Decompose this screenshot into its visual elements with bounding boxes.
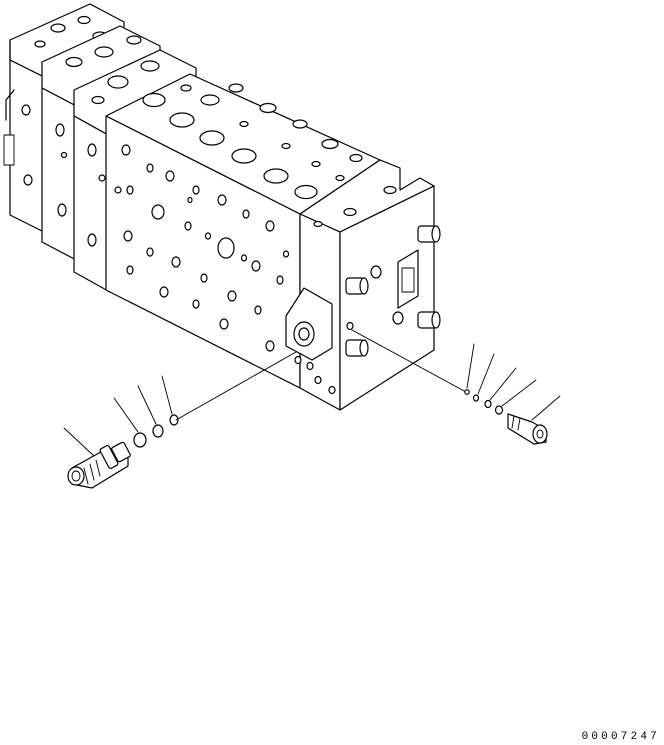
valve-section-1 xyxy=(3,3,125,236)
ball-right xyxy=(464,389,470,395)
leader-line-ball xyxy=(466,343,475,389)
o-ring-right xyxy=(494,405,504,415)
plug-right xyxy=(507,413,548,445)
leader-line-o-ring-small-right xyxy=(489,367,517,401)
valve-mounting-boss xyxy=(285,287,333,371)
relief-valve-cartridge xyxy=(67,441,131,489)
o-ring-small-left xyxy=(169,414,179,426)
o-ring-small-right xyxy=(484,399,492,409)
drawing-reference-number: 00007247 xyxy=(581,731,660,743)
spring-right xyxy=(472,394,480,402)
right-assembly-centerline xyxy=(351,329,467,393)
leader-line-o-ring-right xyxy=(501,379,537,407)
leader-line-cartridge xyxy=(63,427,95,457)
valve-body-assembly xyxy=(3,3,441,411)
o-ring-large-left xyxy=(133,432,147,448)
leader-line-spring xyxy=(477,353,495,395)
right-plug-group xyxy=(351,329,561,445)
valve-main-block xyxy=(105,73,381,389)
left-relief-valve-group xyxy=(63,351,297,489)
backup-ring-left xyxy=(152,424,164,438)
left-assembly-centerline xyxy=(175,351,297,421)
leader-line-backup-ring xyxy=(137,385,157,425)
leader-line-o-ring-large xyxy=(113,397,139,433)
leader-line-o-ring-small xyxy=(161,375,173,415)
leader-line-plug xyxy=(531,395,561,421)
